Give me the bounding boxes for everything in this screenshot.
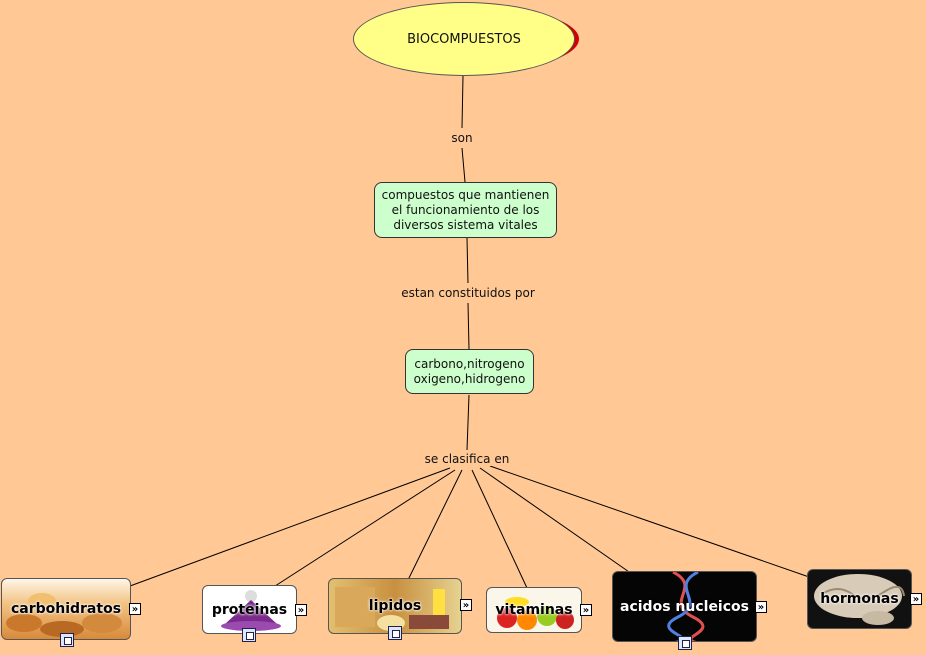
protein-image xyxy=(221,590,281,631)
document-resource-icon[interactable] xyxy=(388,626,402,640)
title-node[interactable]: BIOCOMPUESTOS xyxy=(353,2,575,76)
edge-compuestos-constituidos xyxy=(466,237,469,284)
expand-arrow-icon[interactable]: » xyxy=(755,601,767,613)
node-hormonas[interactable]: hormonas xyxy=(807,569,912,629)
edge-to-acidos xyxy=(479,467,633,575)
expand-arrow-icon[interactable]: » xyxy=(910,593,922,605)
node-vitaminas[interactable]: vitaminas xyxy=(486,587,582,633)
fruits-image xyxy=(497,597,574,630)
document-resource-icon[interactable] xyxy=(678,636,692,650)
edge-to-hormonas xyxy=(489,465,813,579)
label-hormonas: hormonas xyxy=(820,591,899,607)
edge-son-compuestos xyxy=(461,147,466,183)
expand-arrow-icon[interactable]: » xyxy=(129,603,141,615)
expand-arrow-icon[interactable]: » xyxy=(295,604,307,616)
concept-elementos-line-1: carbono,nitrogeno xyxy=(414,356,525,371)
node-proteinas[interactable]: proteinas xyxy=(202,585,297,634)
concept-compuestos-line-2: el funcionamiento de los xyxy=(391,202,540,217)
expand-arrow-icon[interactable]: » xyxy=(460,599,472,611)
edge-to-proteinas xyxy=(271,469,456,589)
concept-compuestos-line-3: diversos sistema vitales xyxy=(393,217,538,232)
link-label-son: son xyxy=(448,131,476,145)
edge-to-lipidos xyxy=(407,469,463,581)
concept-elementos-line-2: oxigeno,hidrogeno xyxy=(413,371,526,386)
link-label-constituidos: estan constituidos por xyxy=(398,286,538,300)
label-proteinas: proteinas xyxy=(211,601,288,618)
title-text: BIOCOMPUESTOS xyxy=(407,31,521,47)
edge-title-son xyxy=(461,75,464,129)
label-acidos-nucleicos: acidos nucleicos xyxy=(620,598,749,615)
label-carbohidratos: carbohidratos xyxy=(10,601,122,617)
link-label-clasifica: se clasifica en xyxy=(421,452,513,466)
concept-compuestos[interactable]: compuestos que mantienen el funcionamien… xyxy=(374,182,557,238)
concept-elementos[interactable]: carbono,nitrogeno oxigeno,hidrogeno xyxy=(405,349,534,394)
expand-arrow-icon[interactable]: » xyxy=(580,604,592,616)
node-carbohidratos[interactable]: carbohidratos xyxy=(1,578,131,640)
document-resource-icon[interactable] xyxy=(60,633,74,647)
brain-image xyxy=(814,574,905,625)
edge-to-vitaminas xyxy=(471,469,528,589)
document-resource-icon[interactable] xyxy=(242,628,256,642)
node-acidos-nucleicos[interactable]: acidos nucleicos xyxy=(612,571,757,642)
label-lipidos: lipidos xyxy=(368,598,422,614)
edge-constituidos-elementos xyxy=(467,302,470,350)
edge-to-carbohidratos xyxy=(129,467,451,587)
edge-elementos-clasifica xyxy=(466,394,470,451)
label-vitaminas: vitaminas xyxy=(495,602,573,618)
concept-compuestos-line-1: compuestos que mantienen xyxy=(381,187,550,202)
